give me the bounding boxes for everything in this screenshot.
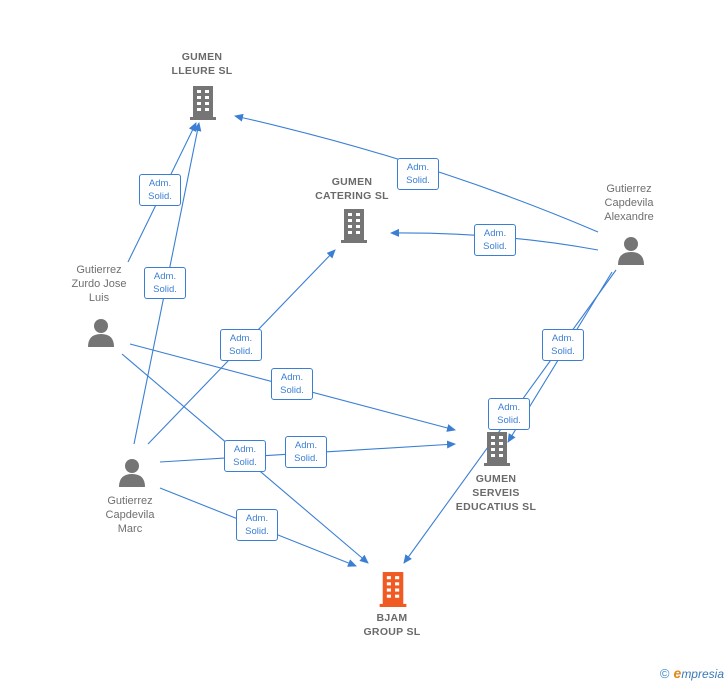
- copyright-symbol: ©: [659, 665, 670, 681]
- building-icon[interactable]: [483, 431, 511, 466]
- building-icon-focus[interactable]: [378, 571, 408, 607]
- edge-label-adm-solid[interactable]: Adm. Solid.: [271, 368, 313, 400]
- edge-label-adm-solid[interactable]: Adm. Solid.: [139, 174, 181, 206]
- building-icon[interactable]: [189, 85, 217, 120]
- company-label-gumen-lleure[interactable]: GUMEN LLEURE SL: [171, 51, 233, 77]
- edge-label-adm-solid[interactable]: Adm. Solid.: [474, 224, 516, 256]
- person-icon[interactable]: [617, 236, 645, 265]
- edge-label-adm-solid[interactable]: Adm. Solid.: [488, 398, 530, 430]
- edge-label-adm-solid[interactable]: Adm. Solid.: [220, 329, 262, 361]
- edge-label-adm-solid[interactable]: Adm. Solid.: [397, 158, 439, 190]
- company-label-bjam-group[interactable]: BJAM GROUP SL: [363, 612, 421, 638]
- edge-label-adm-solid[interactable]: Adm. Solid.: [144, 267, 186, 299]
- company-label-gumen-serveis[interactable]: GUMEN SERVEIS EDUCATIUS SL: [455, 473, 537, 513]
- empresia-logo: empresia: [673, 665, 724, 681]
- building-icon[interactable]: [340, 208, 368, 243]
- edge-label-adm-solid[interactable]: Adm. Solid.: [224, 440, 266, 472]
- person-icon[interactable]: [118, 458, 146, 487]
- empresia-watermark: © empresia: [660, 665, 724, 681]
- person-label-alexandre[interactable]: Gutierrez Capdevila Alexandre: [604, 183, 654, 223]
- edge-label-adm-solid[interactable]: Adm. Solid.: [236, 509, 278, 541]
- person-label-jose-luis[interactable]: Gutierrez Zurdo Jose Luis: [71, 264, 127, 304]
- edge-label-adm-solid[interactable]: Adm. Solid.: [285, 436, 327, 468]
- edge-label-adm-solid[interactable]: Adm. Solid.: [542, 329, 584, 361]
- company-label-gumen-catering[interactable]: GUMEN CATERING SL: [315, 176, 389, 202]
- person-icon[interactable]: [87, 318, 115, 347]
- person-label-marc[interactable]: Gutierrez Capdevila Marc: [105, 495, 155, 535]
